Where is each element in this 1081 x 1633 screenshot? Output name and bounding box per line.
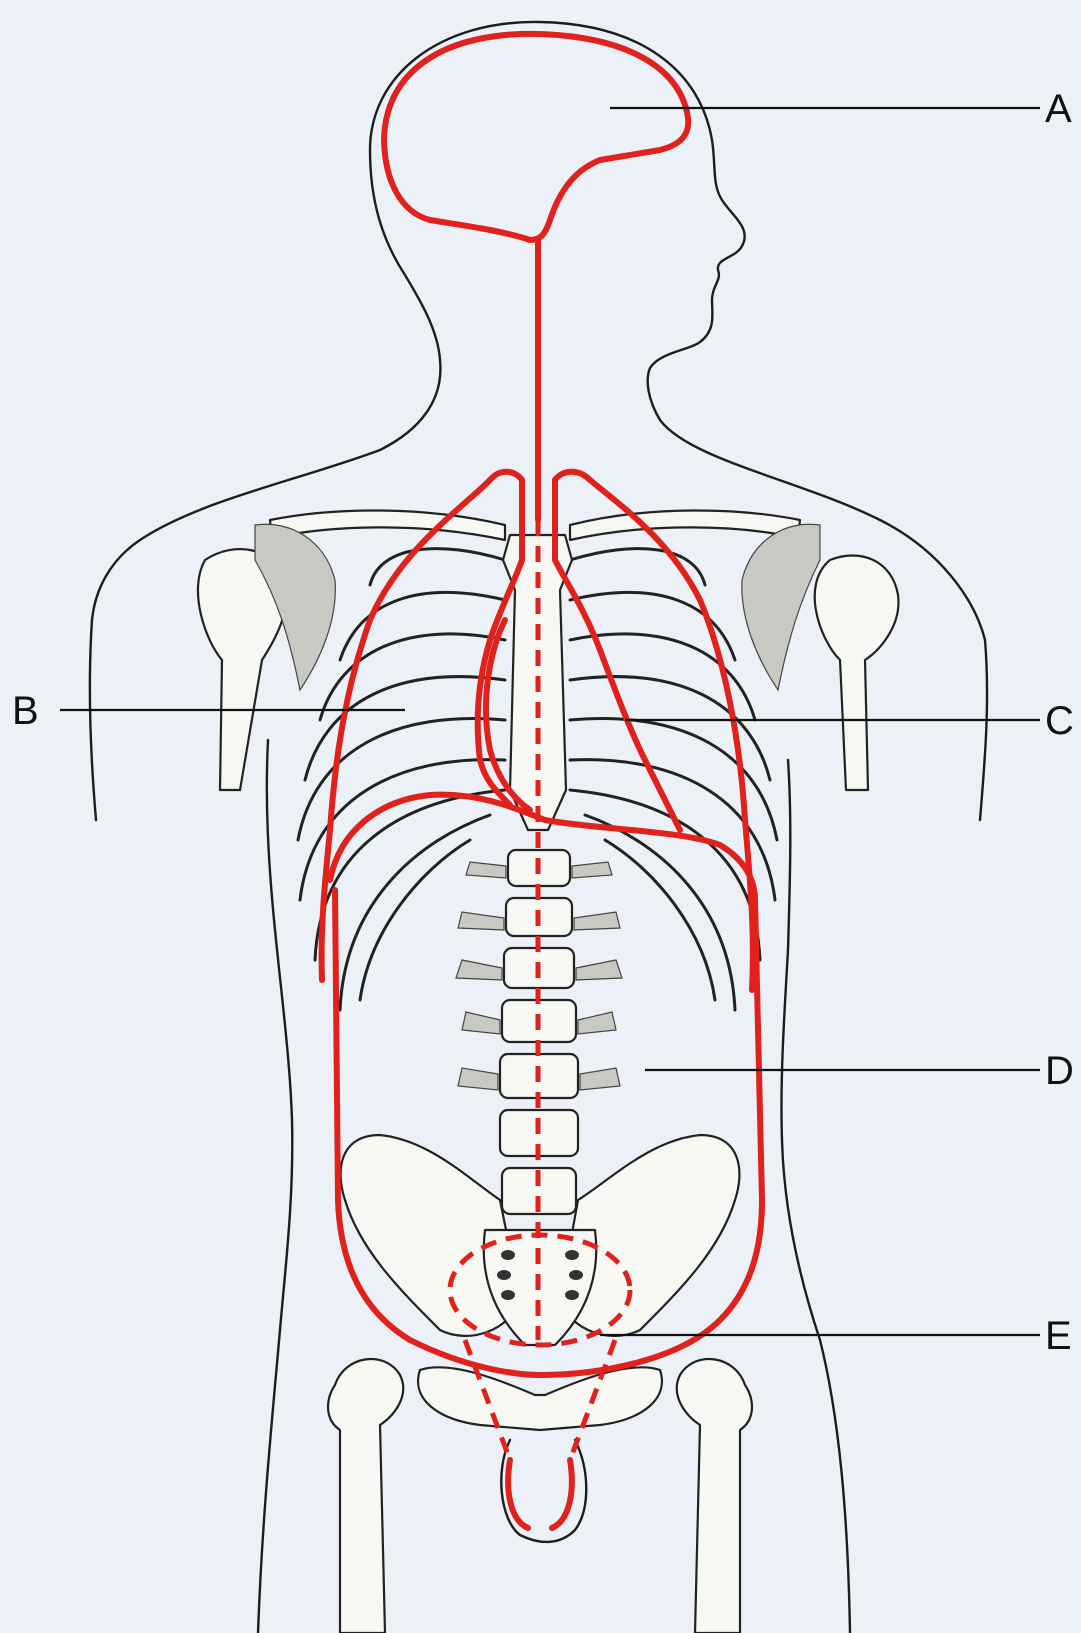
skeleton (198, 510, 899, 1633)
right-arm-outline (980, 640, 987, 820)
right-torso-outline (781, 760, 850, 1633)
left-torso-outline (258, 740, 292, 1633)
head-neck-outline (370, 22, 985, 640)
right-clavicle (570, 510, 800, 540)
right-scrotal-line (552, 1460, 572, 1528)
label-d: D (1045, 1049, 1074, 1093)
right-scapula (742, 524, 820, 690)
right-femur (677, 1359, 752, 1633)
left-scrotal-line (508, 1460, 528, 1528)
label-e: E (1045, 1314, 1072, 1358)
label-c: C (1045, 699, 1074, 743)
right-humerus (815, 555, 899, 790)
left-femur (328, 1359, 403, 1633)
label-a: A (1045, 87, 1072, 131)
cranial-cavity-line (384, 34, 688, 240)
label-b: B (12, 689, 39, 733)
left-arm-outline (90, 620, 96, 820)
